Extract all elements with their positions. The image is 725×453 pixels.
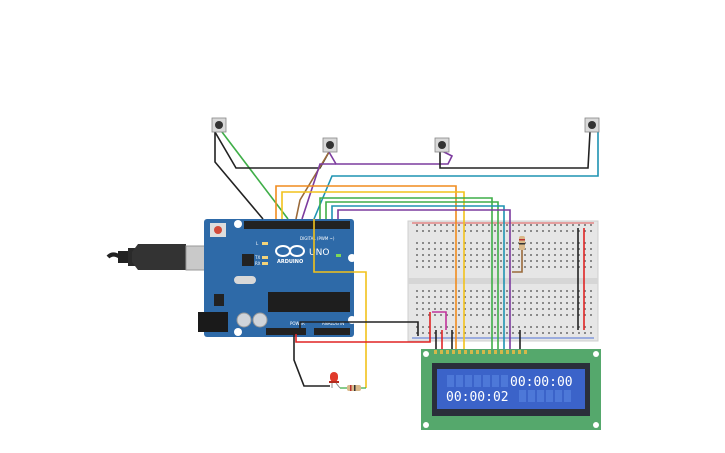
analog-label: ANALOG IN	[322, 321, 344, 326]
lcd-line-1: 00:00:00	[510, 375, 573, 390]
digital-header-label: DIGITAL (PWM ~)	[300, 236, 335, 241]
wire-green-1[interactable]	[319, 197, 493, 349]
push-button-2[interactable]	[322, 137, 338, 153]
breadboard[interactable]	[407, 220, 599, 342]
top-power-rail[interactable]	[412, 224, 594, 236]
atmega-chip	[268, 292, 350, 312]
wire-button4-gnd[interactable]	[439, 131, 591, 169]
arduino-uno-board[interactable]: L TX RX UNO ARDUINO DIGITAL (PWM ~) POWE…	[198, 219, 356, 337]
power-header[interactable]	[266, 328, 306, 335]
resistor-breadboard[interactable]	[519, 236, 525, 250]
wire-led-gnd[interactable]	[293, 334, 330, 387]
wire-button3-to-board[interactable]	[301, 163, 336, 220]
lcd-pin-header[interactable]	[434, 350, 527, 354]
wire-green-2[interactable]	[325, 201, 499, 349]
bottom-terminal-strip[interactable]	[412, 288, 594, 320]
wire-button1-signal[interactable]	[221, 131, 289, 220]
wire-5v[interactable]	[295, 312, 431, 343]
led-tx-label: TX	[254, 255, 260, 260]
resistor-led[interactable]	[340, 385, 366, 391]
bottom-power-rail[interactable]	[412, 324, 594, 336]
reset-button-cap[interactable]	[214, 226, 222, 234]
red-led[interactable]	[329, 372, 341, 389]
wire-button3-signal[interactable]	[328, 149, 454, 165]
lcd-16x2[interactable]: 00:00:00 00:00:02	[421, 349, 601, 430]
push-button-4[interactable]	[584, 117, 600, 133]
analog-header[interactable]	[314, 328, 350, 335]
wires[interactable]	[214, 131, 599, 388]
mount-hole	[348, 254, 356, 262]
power-label: POWER	[290, 321, 305, 326]
wire-yellow-1[interactable]	[281, 191, 465, 349]
led-rx-label: RX	[255, 261, 261, 266]
board-brand: ARDUINO	[277, 259, 303, 265]
push-button-1[interactable]	[211, 117, 227, 133]
wire-purple-bus[interactable]	[337, 209, 511, 349]
mount-hole	[234, 328, 242, 336]
digital-header[interactable]	[244, 221, 350, 229]
wire-magenta[interactable]	[432, 311, 447, 330]
power-jack	[198, 312, 228, 332]
wire-orange[interactable]	[275, 185, 457, 349]
wire-teal-bus[interactable]	[331, 205, 505, 349]
top-terminal-strip[interactable]	[412, 240, 594, 272]
lcd-line-2: 00:00:02	[446, 390, 509, 405]
push-button-3[interactable]	[434, 137, 450, 153]
wire-yellow-led[interactable]	[313, 219, 367, 388]
wire-button2-gnd[interactable]	[214, 131, 330, 169]
mount-hole	[234, 220, 242, 228]
arduino-logo	[275, 245, 305, 257]
wire-brown-bb[interactable]	[512, 246, 523, 273]
board-model: UNO	[309, 248, 329, 258]
wire-button1-gnd[interactable]	[214, 132, 264, 220]
led-l-label: L	[256, 241, 259, 246]
wire-gnd[interactable]	[299, 321, 419, 336]
center-channel	[408, 278, 598, 284]
